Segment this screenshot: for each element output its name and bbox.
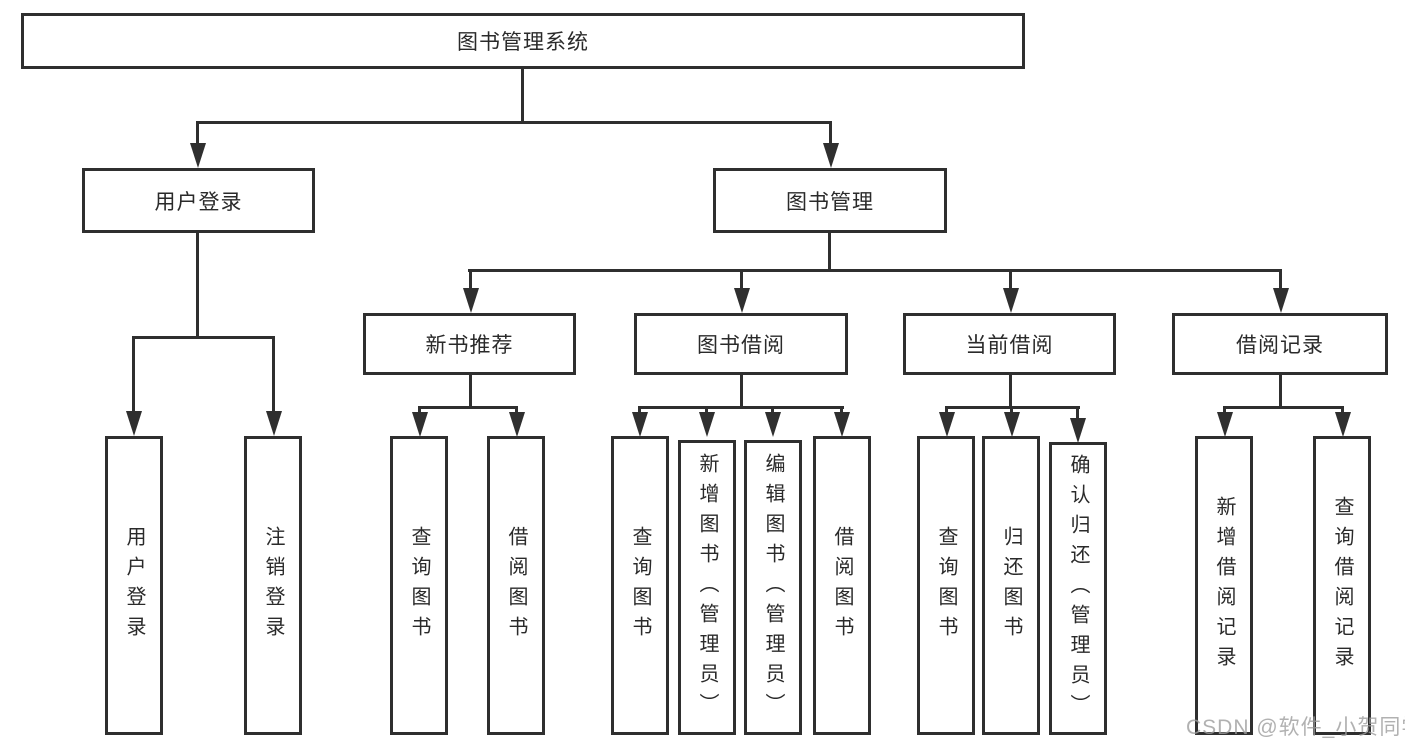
connector-user-drop	[196, 233, 199, 339]
leaf-cb-return-books: 归还图书	[982, 436, 1040, 735]
connector-cb-drop	[1009, 375, 1012, 406]
connector-arrow-bb-edit	[771, 406, 774, 412]
connector-arrow-br-query	[1341, 406, 1344, 412]
leaf-bb-borrow-books: 借阅图书	[813, 436, 871, 735]
connector-br-rail	[1223, 406, 1344, 409]
leaf-nb-query-books: 查询图书	[390, 436, 448, 735]
node-book-borrow: 图书借阅	[634, 313, 848, 375]
connector-arrow-cb-confirm	[1076, 406, 1079, 418]
node-new-book-recommend: 新书推荐	[363, 313, 576, 375]
node-current-borrow: 当前借阅	[903, 313, 1116, 375]
connector-arrow-bb-query	[638, 406, 641, 412]
connector-management-drop	[828, 233, 831, 272]
connector-bb-rail	[638, 406, 844, 409]
connector-arrow-nb-query	[418, 406, 421, 412]
connector-arrow-new-book-recommend	[469, 269, 472, 288]
connector-arrow-nb-borrow	[515, 406, 518, 412]
leaf-nb-borrow-books: 借阅图书	[487, 436, 545, 735]
connector-nb-rail	[418, 406, 518, 409]
connector-arrow-book-borrow	[740, 269, 743, 288]
node-borrow-records: 借阅记录	[1172, 313, 1388, 375]
connector-arrow-borrow-records	[1279, 269, 1282, 288]
leaf-user-login: 用户登录	[105, 436, 163, 735]
leaf-br-add-record: 新增借阅记录	[1195, 436, 1253, 735]
connector-root-drop	[521, 69, 524, 122]
connector-bb-drop	[740, 375, 743, 406]
leaf-user-logout: 注销登录	[244, 436, 302, 735]
node-user-login: 用户登录	[82, 168, 315, 233]
connector-arrow-user-login	[196, 121, 199, 143]
csdn-watermark: CSDN @软件_小贺同学	[1186, 716, 1405, 739]
connector-arrow-br-add	[1223, 406, 1226, 412]
connector-arrow-cb-query	[945, 406, 948, 412]
connector-arrow-leaf-user-login	[132, 336, 135, 411]
leaf-bb-edit-books-admin: 编辑图书（管理员）	[744, 440, 802, 735]
connector-arrow-bb-borrow	[840, 406, 843, 412]
connector-level3-rail	[468, 269, 1281, 272]
connector-user-rail	[132, 336, 275, 339]
connector-br-drop	[1279, 375, 1282, 406]
node-root-library-system: 图书管理系统	[21, 13, 1025, 69]
connector-level2-rail	[196, 121, 832, 124]
connector-arrow-leaf-user-logout	[272, 336, 275, 411]
leaf-br-query-record: 查询借阅记录	[1313, 436, 1371, 735]
connector-nb-drop	[469, 375, 472, 406]
leaf-cb-query-books: 查询图书	[917, 436, 975, 735]
connector-arrow-book-management	[829, 121, 832, 143]
connector-arrow-cb-return	[1010, 406, 1013, 412]
leaf-cb-confirm-return-admin: 确认归还（管理员）	[1049, 442, 1107, 735]
leaf-bb-add-books-admin: 新增图书（管理员）	[678, 440, 736, 735]
node-book-management: 图书管理	[713, 168, 947, 233]
connector-arrow-current-borrow	[1009, 269, 1012, 288]
leaf-bb-query-books: 查询图书	[611, 436, 669, 735]
connector-arrow-bb-add	[705, 406, 708, 412]
